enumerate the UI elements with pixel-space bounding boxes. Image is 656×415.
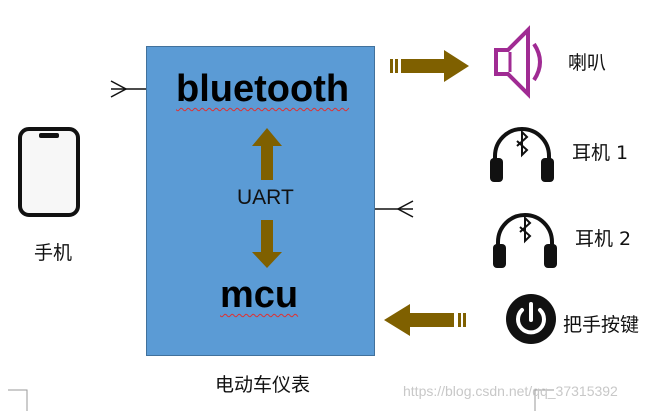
uart-label: UART: [237, 186, 294, 209]
phone-icon: [17, 126, 81, 218]
phone-label: 手机: [34, 242, 73, 264]
speaker-output-arrow: [390, 48, 470, 84]
dashboard-block: [146, 46, 375, 356]
phone-link-connector: [108, 78, 148, 100]
corner-mark-left: [8, 389, 28, 411]
headphone-2-icon: [490, 208, 560, 270]
watermark-text: https://blog.csdn.net/qq_37315392: [403, 383, 618, 399]
mcu-label: mcu: [220, 274, 299, 316]
headphone-1-icon: [487, 122, 557, 184]
headphone-link-connector: [375, 198, 415, 220]
button-label: 把手按键: [563, 314, 640, 336]
bluetooth-module-label: bluetooth: [176, 68, 350, 110]
headphone-1-label: 耳机 1: [572, 142, 629, 164]
uart-down-arrow: [252, 220, 282, 268]
power-button-icon: [505, 293, 557, 345]
corner-mark-right: [534, 389, 554, 411]
headphone-2-label: 耳机 2: [575, 228, 632, 250]
button-input-arrow: [384, 302, 468, 338]
dashboard-caption: 电动车仪表: [215, 374, 311, 396]
speaker-icon: [490, 22, 550, 102]
uart-up-arrow: [252, 128, 282, 180]
speaker-label: 喇叭: [568, 52, 607, 74]
